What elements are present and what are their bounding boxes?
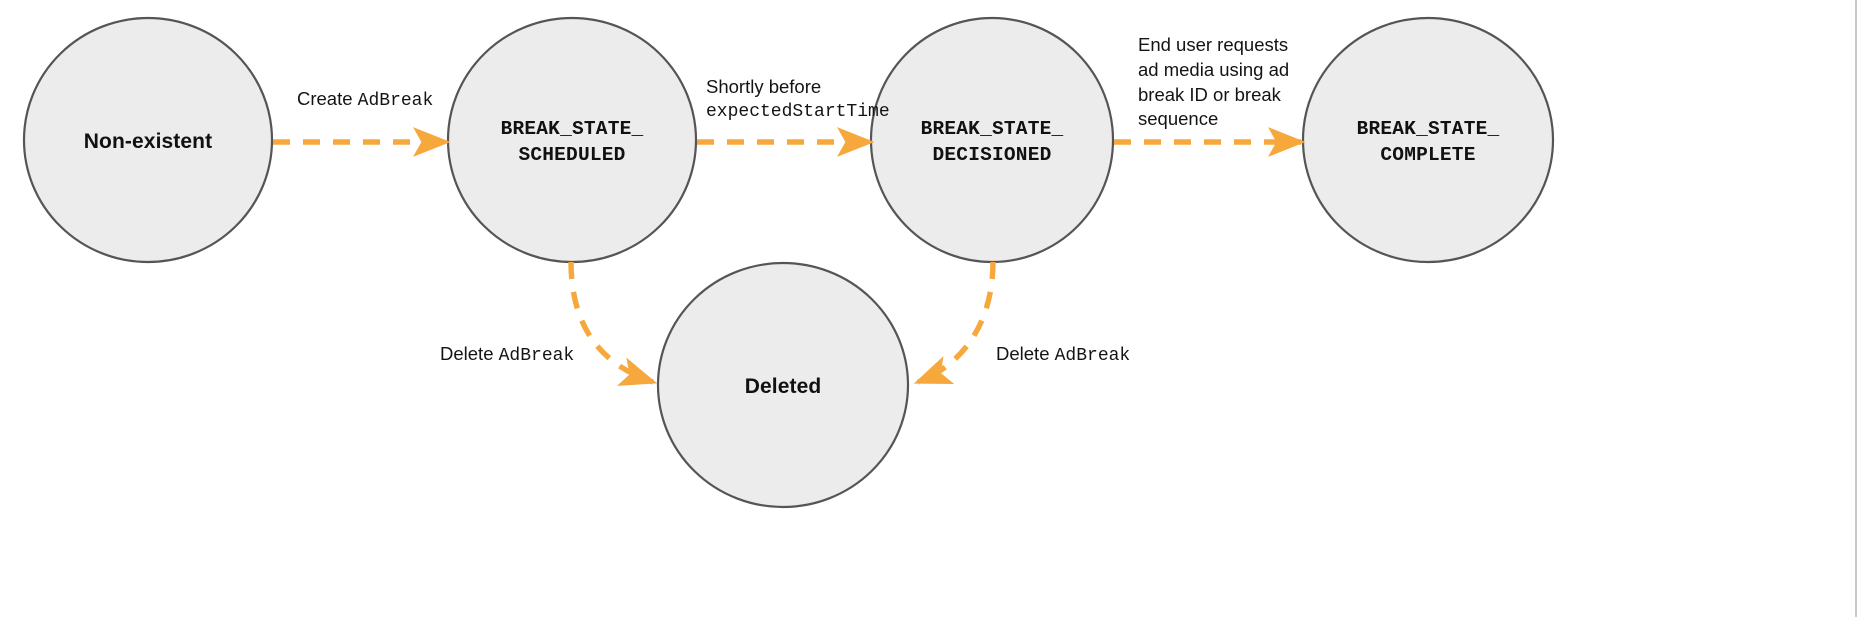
node-break-state-scheduled[interactable] [446, 16, 698, 264]
node-break-state-decisioned[interactable] [869, 16, 1115, 264]
node-break-state-complete[interactable] [1301, 16, 1555, 264]
edge-delete-adbreak-from-scheduled[interactable] [568, 261, 658, 386]
node-deleted[interactable] [656, 261, 910, 509]
node-non-existent[interactable] [22, 16, 274, 264]
window-right-edge [1855, 0, 1857, 617]
edge-delete-adbreak-from-decisioned[interactable] [913, 261, 996, 385]
